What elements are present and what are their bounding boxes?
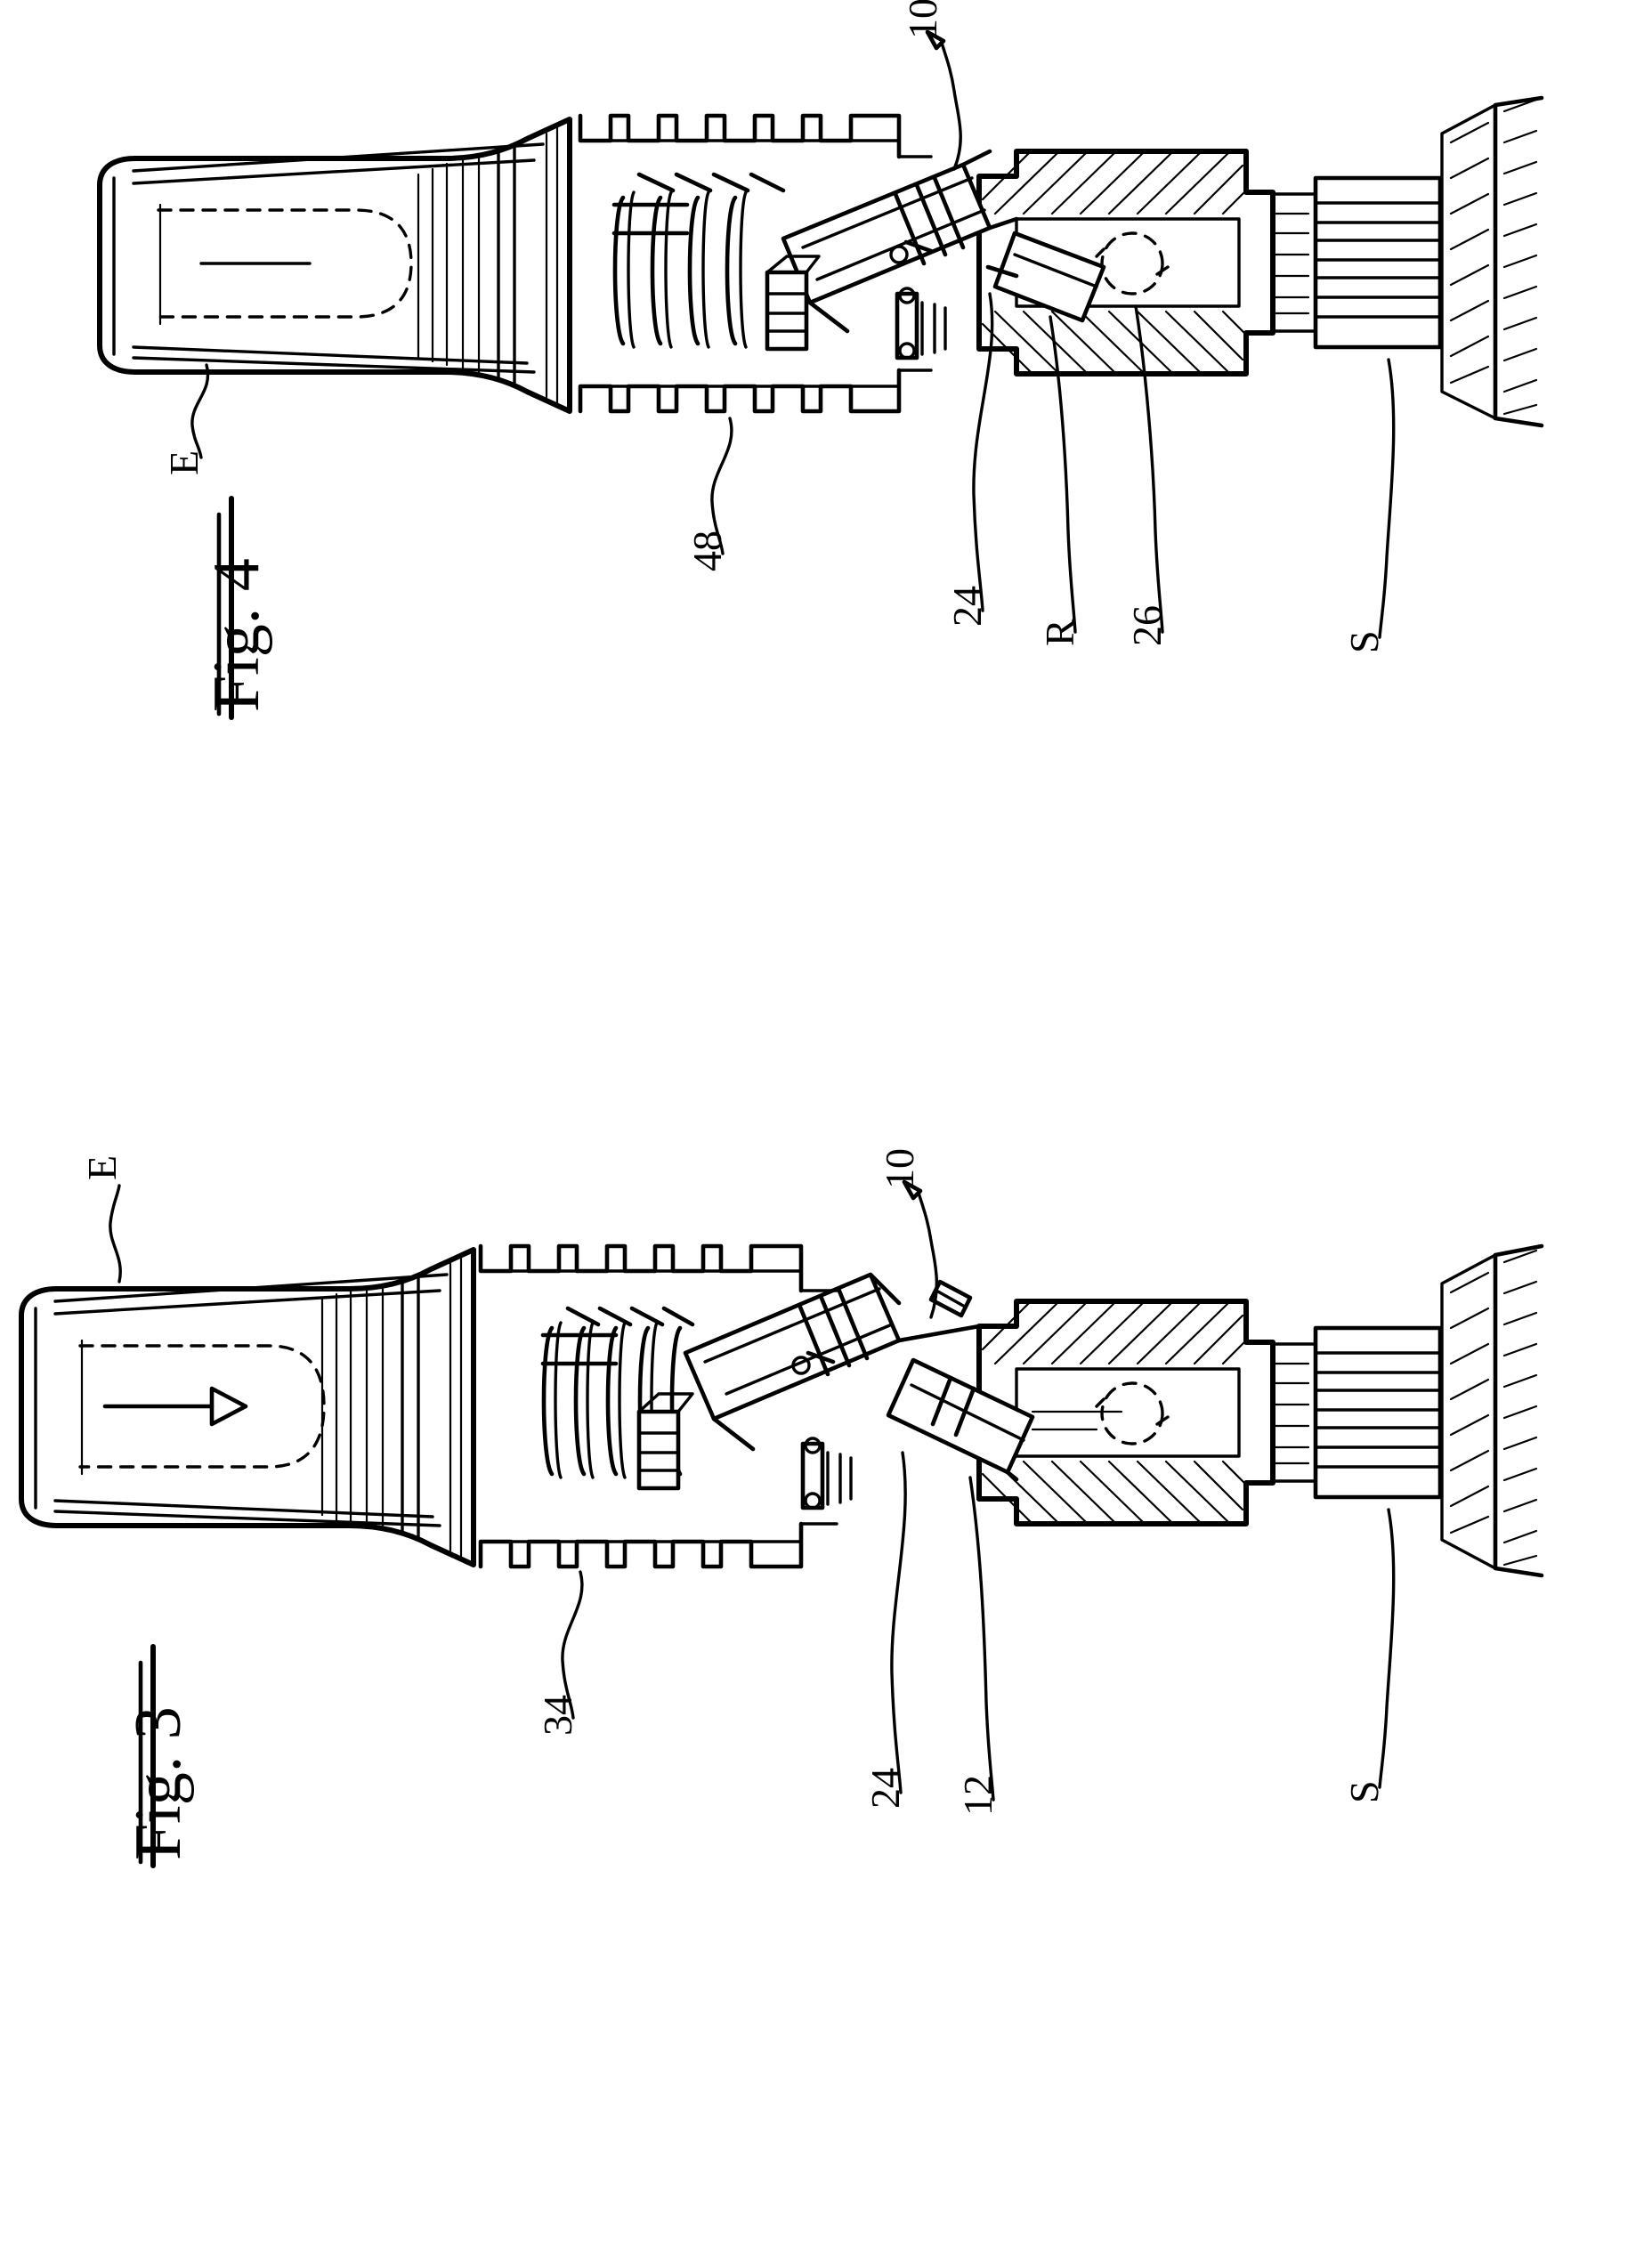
fig3-callout-E: E: [79, 1155, 125, 1180]
fig3-nipple-assembly: [683, 1272, 1035, 1482]
fig4-leader-S: [1378, 358, 1396, 639]
fig4-hose-body: [97, 117, 572, 414]
fig3-callout-24: 24: [862, 1768, 908, 1809]
fig4-leader-R: [1049, 315, 1077, 634]
fig3-caption: Fig. 3: [122, 1706, 195, 1860]
fig4-leader-E: [190, 363, 210, 459]
fig3-wall-structure: [1440, 1243, 1544, 1578]
figure-4: E 48 24 R 26 S 10 Fig. 4: [97, 0, 1544, 720]
fig4-callout-24: 24: [944, 586, 990, 627]
fig3-callout-34: 34: [535, 1695, 580, 1736]
fig4-leader-lines: [190, 29, 1396, 639]
fig3-leader-24: [890, 1451, 907, 1794]
figure-3: E 34 24 12 S 10 Fig. 3: [19, 1148, 1544, 1868]
fig4-knurled-collar: [578, 113, 933, 414]
fig3-callout-10: 10: [877, 1148, 922, 1189]
fig3-labels: E 34 24 12 S 10: [79, 1148, 1387, 1816]
flow-direction-arrow: [102, 1386, 248, 1427]
fig4-caption-group: Fig. 4: [200, 496, 273, 720]
fig3-leader-S: [1378, 1508, 1396, 1789]
fig3-callout-S: S: [1341, 1780, 1387, 1803]
fig3-leader-E: [109, 1184, 122, 1283]
fig4-leader-48: [710, 417, 733, 555]
fig4-callout-E: E: [161, 450, 206, 475]
fig4-bellows-spring: [611, 172, 947, 360]
fig3-leader-12: [968, 1476, 995, 1802]
fig4-callout-R: R: [1037, 619, 1082, 646]
fig4-leader-24: [972, 292, 994, 612]
fig3-bellows-spring: [540, 1306, 853, 1510]
fig4-callout-26: 26: [1124, 605, 1170, 646]
fig4-leader-10: [940, 41, 962, 171]
fig4-callout-10: 10: [900, 0, 945, 39]
fig4-callout-S: S: [1341, 630, 1387, 653]
fig3-caption-group: Fig. 3: [122, 1644, 195, 1868]
fig3-leader-10: [917, 1191, 939, 1319]
fig4-labels: E 48 24 R 26 S 10: [161, 0, 1387, 653]
fig4-caption: Fig. 4: [200, 558, 273, 712]
fig4-wall-structure: [1440, 95, 1544, 428]
fig4-leader-26: [1134, 304, 1164, 634]
fig3-hose-body: [19, 1247, 476, 1567]
fig3-leader-lines: [109, 1179, 1396, 1802]
fig4-callout-48: 48: [684, 530, 730, 571]
fig3-knurled-collar: [478, 1243, 838, 1569]
fig3-leader-34: [561, 1570, 584, 1720]
fig3-callout-12: 12: [955, 1775, 1000, 1816]
